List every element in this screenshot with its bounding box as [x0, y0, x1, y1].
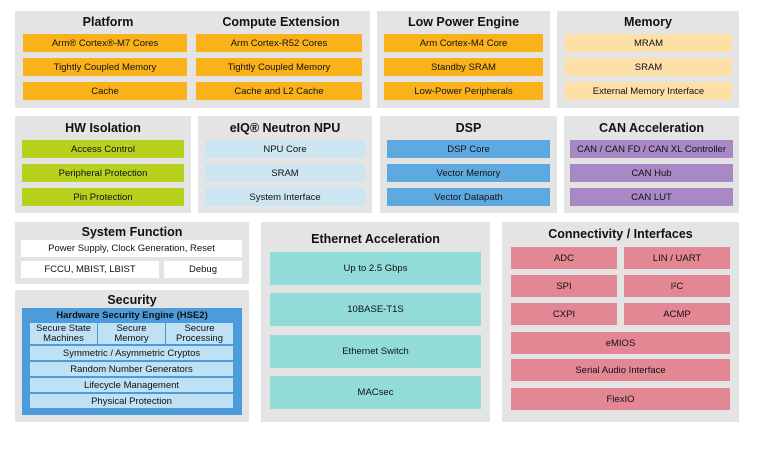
hse-secure-processing: Secure Processing [166, 323, 233, 344]
conn-spi: SPI [511, 275, 617, 297]
dsp-vector-datapath: Vector Datapath [387, 188, 550, 206]
memory-sram: SRAM [565, 58, 732, 76]
hse2-block: Hardware Security Engine (HSE2) Secure S… [22, 308, 242, 415]
hse-physical-protection: Physical Protection [30, 394, 233, 408]
conn-emios: eMIOS [511, 332, 730, 354]
conn-flexio: FlexIO [511, 388, 730, 410]
system-function-title: System Function [81, 225, 183, 239]
compute-extension-title: Compute Extension [222, 15, 340, 29]
npu-system-interface: System Interface [205, 188, 365, 206]
dsp-vector-memory: Vector Memory [387, 164, 550, 182]
dsp-core: DSP Core [387, 140, 550, 158]
hse2-title: Hardware Security Engine (HSE2) [56, 310, 208, 321]
hwiso-pin-protection: Pin Protection [22, 188, 184, 206]
lpe-standby-sram: Standby SRAM [384, 58, 543, 76]
can-lut: CAN LUT [570, 188, 733, 206]
hse-rng: Random Number Generators [30, 362, 233, 376]
ethernet-macsec: MACsec [270, 376, 481, 409]
hse-secure-state-machines: Secure State Machines [30, 323, 97, 344]
ethernet-switch: Ethernet Switch [270, 335, 481, 368]
conn-serial-audio-interface: Serial Audio Interface [511, 359, 730, 381]
conn-adc: ADC [511, 247, 617, 269]
npu-core: NPU Core [205, 140, 365, 158]
hse-lifecycle-management: Lifecycle Management [30, 378, 233, 392]
platform-title: Platform [82, 15, 134, 29]
memory-title: Memory [624, 15, 672, 29]
sysfunc-debug: Debug [164, 261, 242, 278]
compute-tcm: Tightly Coupled Memory [196, 58, 362, 76]
hwiso-access-control: Access Control [22, 140, 184, 158]
conn-i2c: I²C [624, 275, 730, 297]
platform-compute-panel: Platform Compute Extension Arm® Cortex®-… [15, 11, 370, 108]
ethernet-acceleration-title: Ethernet Acceleration [311, 232, 440, 246]
memory-panel: Memory MRAM SRAM External Memory Interfa… [557, 11, 739, 108]
hwiso-peripheral-protection: Peripheral Protection [22, 164, 184, 182]
memory-mram: MRAM [565, 34, 732, 52]
lpe-m4-core: Arm Cortex-M4 Core [384, 34, 543, 52]
connectivity-panel: Connectivity / Interfaces ADC LIN / UART… [502, 222, 739, 422]
ethernet-2-5-gbps: Up to 2.5 Gbps [270, 252, 481, 285]
hw-isolation-title: HW Isolation [65, 121, 141, 135]
compute-r52-cores: Arm Cortex-R52 Cores [196, 34, 362, 52]
conn-acmp: ACMP [624, 303, 730, 325]
platform-m7-cores: Arm® Cortex®-M7 Cores [23, 34, 187, 52]
dsp-panel: DSP DSP Core Vector Memory Vector Datapa… [380, 116, 557, 213]
can-acceleration-title: CAN Acceleration [598, 121, 705, 135]
npu-title: eIQ® Neutron NPU [229, 121, 341, 135]
compute-cache-l2: Cache and L2 Cache [196, 82, 362, 100]
sysfunc-power-clock-reset: Power Supply, Clock Generation, Reset [21, 240, 242, 257]
npu-sram: SRAM [205, 164, 365, 182]
platform-tcm: Tightly Coupled Memory [23, 58, 187, 76]
platform-cache: Cache [23, 82, 187, 100]
lpe-low-power-peripherals: Low-Power Peripherals [384, 82, 543, 100]
dsp-title: DSP [455, 121, 482, 135]
can-acceleration-panel: CAN Acceleration CAN / CAN FD / CAN XL C… [564, 116, 739, 213]
ethernet-10base-t1s: 10BASE-T1S [270, 293, 481, 326]
system-function-panel: System Function Power Supply, Clock Gene… [15, 222, 249, 284]
security-panel: Security Hardware Security Engine (HSE2)… [15, 290, 249, 422]
conn-lin-uart: LIN / UART [624, 247, 730, 269]
hw-isolation-panel: HW Isolation Access Control Peripheral P… [15, 116, 191, 213]
security-title: Security [107, 293, 157, 307]
memory-external-interface: External Memory Interface [565, 82, 732, 100]
npu-panel: eIQ® Neutron NPU NPU Core SRAM System In… [198, 116, 372, 213]
ethernet-acceleration-panel: Ethernet Acceleration Up to 2.5 Gbps 10B… [261, 222, 490, 422]
hse-secure-memory: Secure Memory [98, 323, 165, 344]
low-power-engine-panel: Low Power Engine Arm Cortex-M4 Core Stan… [377, 11, 550, 108]
connectivity-title: Connectivity / Interfaces [548, 227, 693, 241]
can-controller: CAN / CAN FD / CAN XL Controller [570, 140, 733, 158]
low-power-engine-title: Low Power Engine [407, 15, 520, 29]
can-hub: CAN Hub [570, 164, 733, 182]
conn-cxpi: CXPI [511, 303, 617, 325]
hse-crypto: Symmetric / Asymmetric Cryptos [30, 346, 233, 360]
sysfunc-fccu-mbist-lbist: FCCU, MBIST, LBIST [21, 261, 159, 278]
